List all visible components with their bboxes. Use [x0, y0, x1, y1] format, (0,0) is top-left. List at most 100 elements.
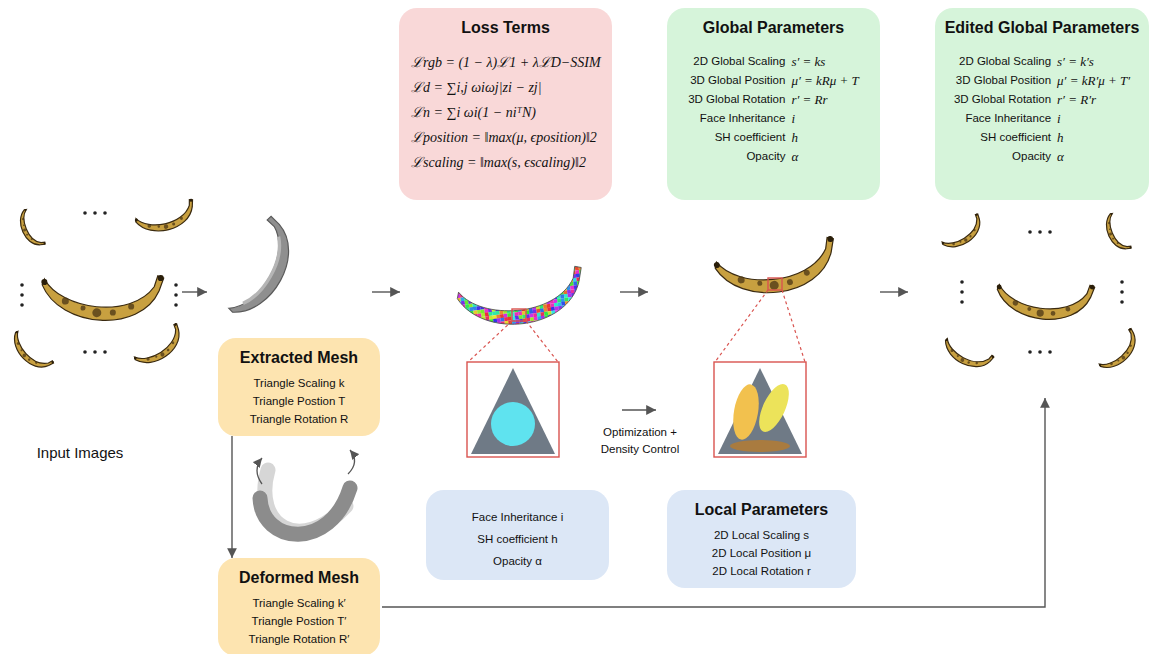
- banana-spot: [146, 357, 150, 361]
- banana-stem: [158, 275, 164, 281]
- splat: [516, 323, 520, 327]
- splat: [481, 335, 485, 339]
- gaussian-banana: [451, 262, 594, 343]
- splat: [584, 276, 588, 280]
- splat: [488, 282, 492, 286]
- splat: [556, 265, 560, 269]
- splat: [553, 325, 557, 329]
- splat: [497, 318, 501, 322]
- banana-spot: [155, 355, 158, 358]
- parameter-formula: h: [1057, 128, 1130, 147]
- parameter-formula: r′ = R′r: [1057, 90, 1130, 109]
- zoom-leader: [526, 321, 558, 362]
- splat: [546, 322, 550, 326]
- splat: [472, 325, 476, 329]
- splat: [534, 268, 538, 272]
- banana-spot: [30, 238, 33, 241]
- parameter-line: Triangle Postion T: [226, 392, 372, 410]
- parameter-formula: s′ = ks: [791, 52, 858, 71]
- banana-spot: [959, 241, 962, 244]
- banana-stem: [174, 323, 178, 327]
- splat: [568, 323, 572, 327]
- parameter-line: Triangle Scaling k′: [226, 594, 372, 612]
- splat: [498, 325, 502, 329]
- splat: [458, 331, 462, 335]
- splat: [488, 312, 492, 316]
- splat: [484, 283, 488, 287]
- splat: [489, 293, 493, 297]
- splat: [521, 278, 525, 282]
- splat: [557, 324, 561, 328]
- splat: [471, 292, 475, 296]
- splat: [545, 319, 549, 323]
- splat: [582, 321, 586, 325]
- splat: [545, 289, 549, 293]
- banana-spot: [180, 217, 184, 221]
- splat: [484, 335, 488, 339]
- deformed-banana: [260, 488, 350, 534]
- banana-body: [940, 335, 994, 374]
- splat: [473, 284, 477, 288]
- splat: [508, 317, 512, 321]
- splat: [561, 272, 565, 276]
- parameter-panel: Global Parameters2D Global Scalings′ = k…: [667, 8, 880, 200]
- splat: [581, 284, 585, 288]
- splat: [516, 326, 520, 330]
- splat: [578, 262, 582, 266]
- splat: [561, 298, 565, 302]
- splat: [501, 299, 505, 303]
- splat: [506, 328, 510, 332]
- banana-spot: [128, 303, 134, 309]
- splat: [494, 326, 498, 330]
- zoom-leader: [468, 321, 512, 362]
- box-body: 2D Local Scaling s2D Local Position μ2D …: [675, 526, 848, 580]
- splat: [516, 297, 520, 301]
- box-heading: Local Parameters: [675, 500, 848, 520]
- splat: [469, 303, 473, 307]
- splat: [517, 304, 521, 308]
- inset-frame: [467, 362, 559, 457]
- parameter-line: Triangle Rotation R′: [226, 630, 372, 648]
- banana-spot: [26, 233, 29, 236]
- splat: [586, 294, 590, 298]
- splat: [535, 328, 539, 332]
- splat: [566, 312, 570, 316]
- splat: [560, 317, 564, 321]
- splat: [505, 272, 509, 276]
- splat: [531, 295, 535, 299]
- ellipsis: [20, 283, 24, 307]
- splat: [520, 296, 524, 300]
- splat: [451, 280, 455, 284]
- ellipsis-dot: [174, 303, 178, 307]
- ellipsis-dot: [1028, 230, 1032, 234]
- banana-spot: [737, 276, 745, 284]
- box-body: Face Inheritance iSH coefficient hOpacit…: [434, 506, 601, 572]
- banana-spot: [960, 358, 965, 363]
- parameter-line: Triangle Scaling k: [226, 374, 372, 392]
- ellipsis: [83, 211, 107, 215]
- splat: [507, 283, 511, 287]
- splat: [540, 286, 544, 290]
- splat: [454, 306, 458, 310]
- banana-tip: [135, 218, 139, 222]
- splat: [458, 279, 462, 283]
- splat: [568, 271, 572, 275]
- splat: [501, 273, 505, 277]
- splat: [513, 275, 517, 279]
- splat: [456, 320, 460, 324]
- splat: [511, 290, 515, 294]
- mesh-highlight: [243, 237, 289, 309]
- banana-spot: [1027, 307, 1031, 311]
- banana-photo: [1096, 328, 1144, 376]
- parameter-name: Face Inheritance: [688, 109, 785, 128]
- splat: [545, 293, 549, 297]
- banana-spot: [803, 269, 810, 276]
- splat: [511, 286, 515, 290]
- banana-photo: [14, 207, 45, 250]
- splat: [515, 293, 519, 297]
- flow-arrow: [382, 398, 1045, 607]
- splat: [543, 304, 547, 308]
- parameter-line: 2D Local Rotation r: [675, 562, 848, 580]
- splat: [588, 309, 592, 313]
- parameter-box: Local Parameters 2D Local Scaling s2D Loc…: [667, 490, 856, 588]
